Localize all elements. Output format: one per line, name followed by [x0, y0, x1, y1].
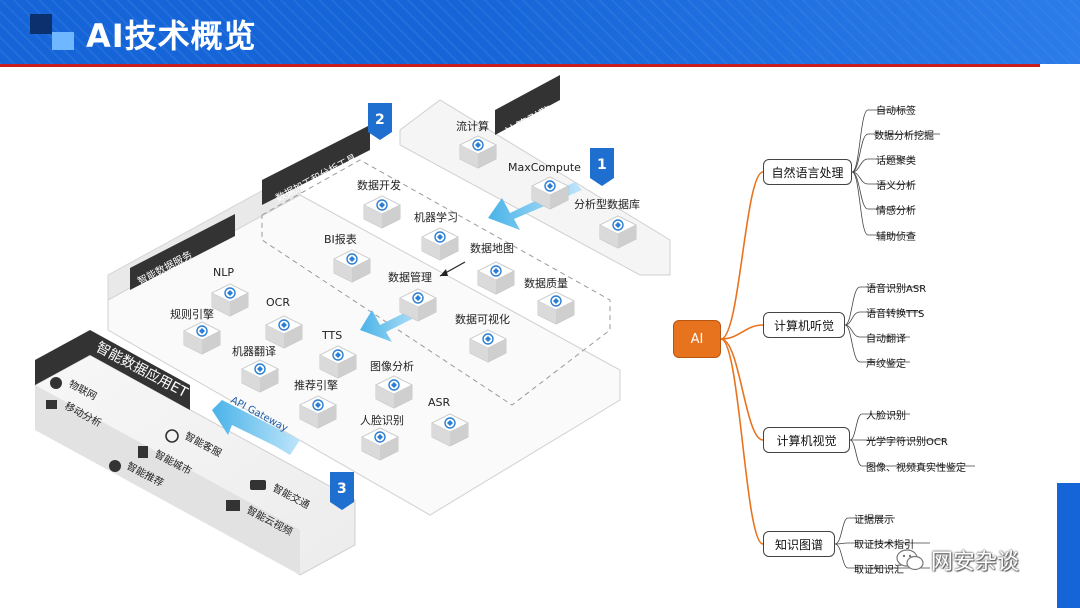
leaf-topic-cluster: 话题聚类 — [876, 156, 916, 167]
headset-icon — [165, 429, 179, 443]
maxcompute-label: MaxCompute — [508, 161, 581, 174]
header-square-dark — [30, 14, 52, 34]
mindmap-root: AI — [673, 320, 721, 358]
face-recognition-label: 人脸识别 — [360, 413, 404, 427]
city-icon — [138, 446, 148, 458]
leaf-evidence: 证据展示 — [854, 515, 894, 526]
badge-compute: 1 — [590, 148, 614, 186]
bi-report-label: BI报表 — [324, 232, 357, 246]
leaf-forensics-guide: 取证技术指引 — [854, 540, 914, 551]
watermark: 网安杂谈 — [895, 540, 1065, 580]
ocr-label: OCR — [266, 296, 290, 309]
branch-knowledge-graph: 知识图谱 — [763, 531, 835, 557]
svg-text:2: 2 — [375, 112, 385, 128]
leaf-ocr: 光学字符识别OCR — [866, 437, 948, 448]
mobile-icon — [46, 400, 57, 409]
leaf-face: 人脸识别 — [866, 411, 906, 422]
leaf-auto-tag: 自动标签 — [876, 106, 916, 117]
asr-label: ASR — [428, 396, 451, 409]
svg-text:1: 1 — [597, 157, 607, 173]
ml-label: 机器学习 — [414, 210, 458, 224]
header-gradient — [460, 0, 1080, 64]
badge-applications: 3 — [330, 472, 354, 510]
leaf-media-authenticity: 图像、视频真实性鉴定 — [866, 463, 966, 474]
datamap-label: 数据地图 — [470, 241, 514, 255]
stream-compute-label: 流计算 — [456, 119, 489, 133]
applications-layer — [34, 330, 356, 576]
data-viz-label: 数据可视化 — [455, 312, 510, 326]
header-square-light — [52, 32, 74, 50]
data-tools-layer — [261, 125, 611, 406]
nlp-label: NLP — [213, 266, 234, 279]
image-analysis-label: 图像分析 — [370, 359, 414, 373]
data-dev-label: 数据开发 — [357, 178, 401, 192]
machine-translation-label: 机器翻译 — [232, 344, 276, 358]
recommend-engine-label: 推荐引擎 — [294, 378, 338, 392]
data-manage-label: 数据管理 — [388, 270, 432, 284]
rules-engine-label: 规则引擎 — [170, 307, 214, 321]
leaf-investigation: 辅助侦查 — [876, 232, 916, 243]
svg-text:3: 3 — [337, 481, 347, 497]
branch-audio: 计算机听觉 — [763, 312, 845, 338]
video-icon — [226, 500, 240, 511]
leaf-voiceprint: 声纹鉴定 — [866, 359, 906, 370]
watermark-text: 网安杂谈 — [931, 550, 1020, 575]
recommend-icon — [109, 460, 121, 472]
data-services-layer — [107, 169, 621, 516]
traffic-icon — [250, 480, 266, 490]
leaf-tts: 语音转换TTS — [866, 309, 925, 320]
data-quality-label: 数据质量 — [524, 276, 568, 290]
wechat-icon — [896, 549, 924, 571]
header-banner: AI技术概览 — [0, 0, 1080, 64]
leaf-data-mining: 数据分析挖掘 — [874, 131, 934, 142]
leaf-semantic: 语义分析 — [876, 181, 916, 192]
side-accent-bar — [1057, 483, 1080, 608]
leaf-sentiment: 情感分析 — [876, 206, 916, 217]
leaf-asr: 语音识别ASR — [866, 284, 927, 295]
iot-icon — [50, 377, 62, 389]
leaf-auto-translate: 自动翻译 — [866, 334, 906, 345]
branch-vision: 计算机视觉 — [763, 427, 850, 453]
branch-nlp: 自然语言处理 — [763, 159, 852, 185]
page-title: AI技术概览 — [86, 17, 257, 55]
analytic-db-label: 分析型数据库 — [574, 197, 640, 211]
leaf-forensics-knowledge: 取证知识汇 — [854, 565, 904, 576]
tts-label: TTS — [321, 329, 342, 342]
header-accent-line — [0, 64, 1040, 67]
header-texture — [0, 0, 1080, 64]
badge-data-tools: 2 — [368, 103, 392, 140]
